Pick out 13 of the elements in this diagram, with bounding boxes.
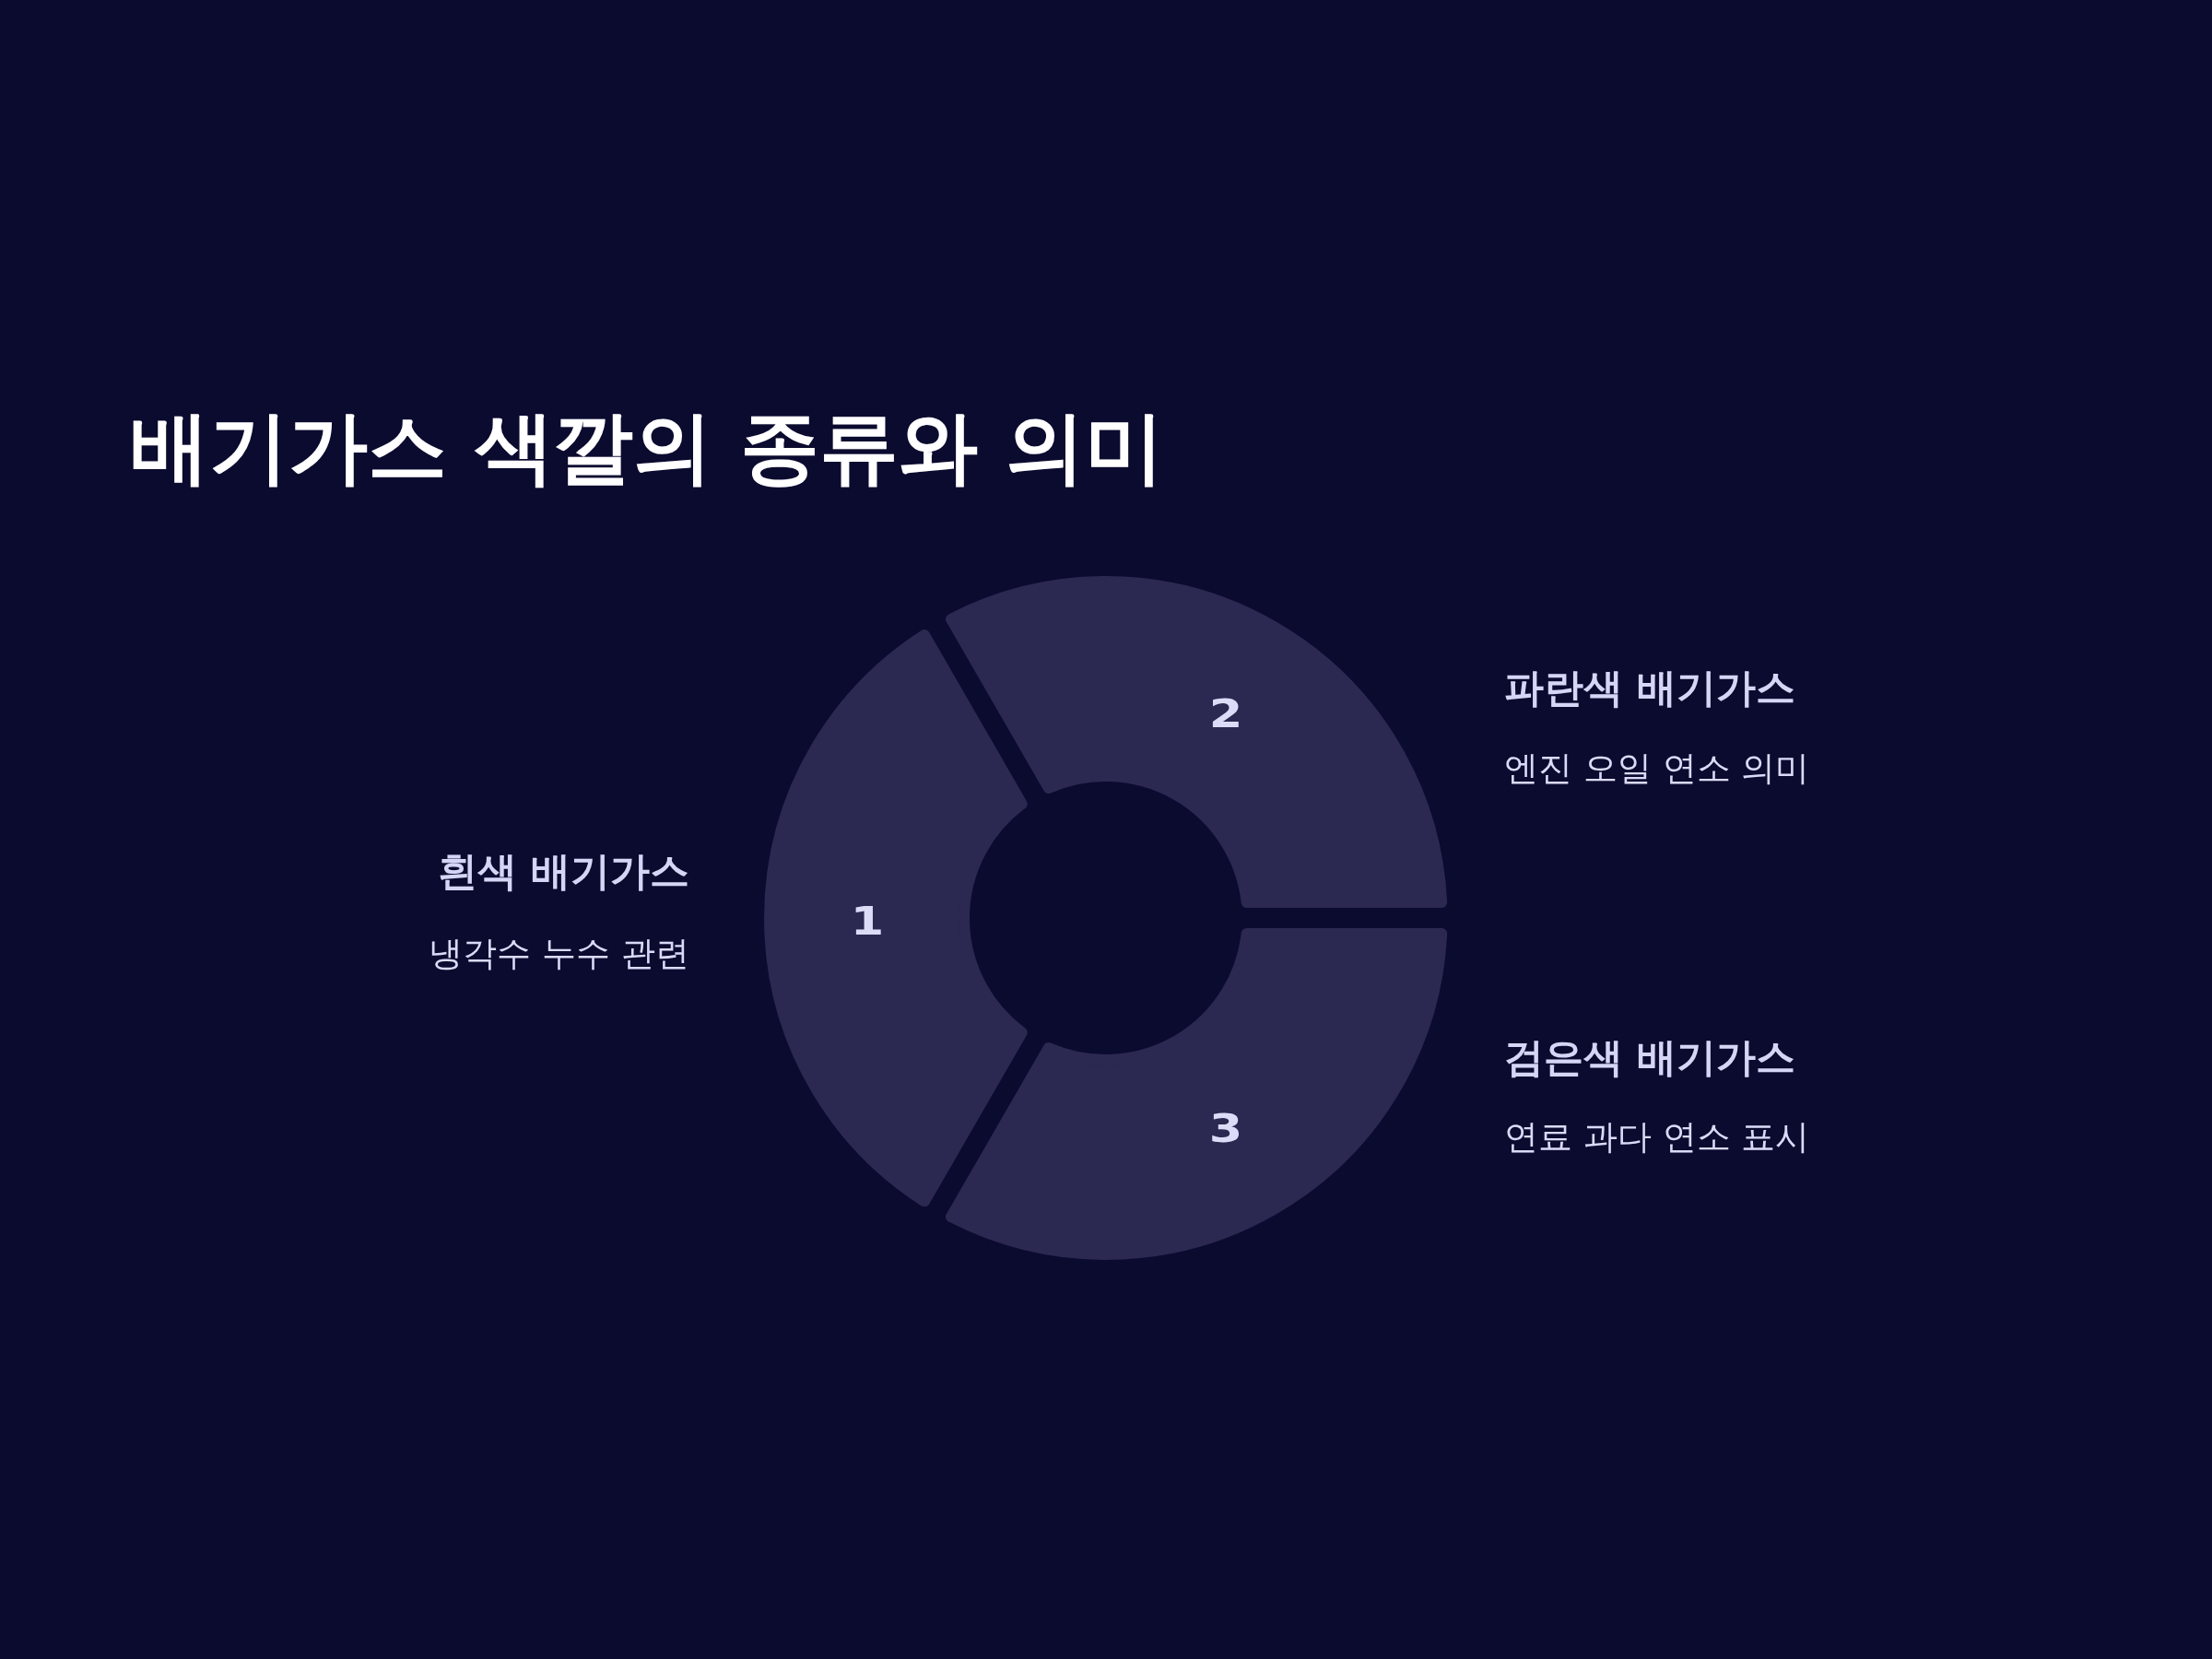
item-heading: 검은색 배기가스 (1504, 1034, 1795, 1082)
donut-segment (946, 576, 1448, 908)
segment-number: 1 (850, 902, 884, 941)
donut-segment (946, 928, 1448, 1260)
item-description: 연료 과다 연소 표시 (1504, 1116, 1810, 1159)
item-heading: 파란색 배기가스 (1504, 665, 1795, 712)
title: 배기가스 색깔의 종류와 의미 (130, 400, 1164, 496)
segment-number: 2 (1208, 695, 1242, 735)
item-description: 엔진 오일 연소 의미 (1504, 747, 1810, 790)
donut-segment (764, 629, 1028, 1207)
segment-number: 3 (1208, 1109, 1242, 1148)
item-description: 냉각수 누수 관련 (429, 933, 689, 975)
item-heading: 흰색 배기가스 (438, 848, 689, 896)
